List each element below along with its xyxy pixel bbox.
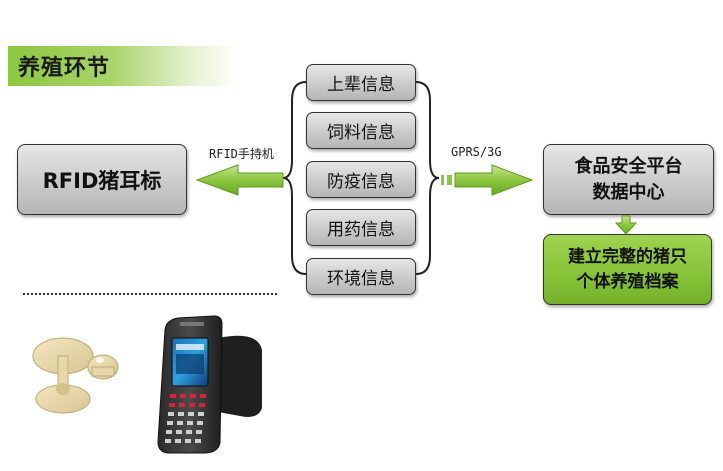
info-item-label: 环境信息: [327, 269, 395, 289]
right-brace: [415, 81, 440, 275]
info-item-label: 防疫信息: [327, 172, 395, 192]
gprs-3g-label: GPRS/3G: [451, 145, 502, 159]
left-arrow: [195, 164, 284, 196]
info-item-parentage: 上辈信息: [306, 64, 416, 101]
info-item-vaccination: 防疫信息: [306, 161, 416, 198]
left-brace: [282, 81, 307, 275]
dotted-divider: [23, 293, 277, 295]
rfid-handheld-image: [157, 315, 262, 454]
down-arrow: [614, 215, 638, 235]
pig-archive-node: 建立完整的猪只 个体养殖档案: [543, 234, 712, 305]
info-item-label: 用药信息: [327, 220, 395, 240]
right-arrow: [441, 164, 534, 196]
info-item-environment: 环境信息: [306, 258, 416, 295]
rfid-ear-tag-label: RFID猪耳标: [42, 168, 162, 193]
archive-line-1: 建立完整的猪只: [568, 246, 687, 267]
ear-tag-image: [32, 337, 119, 414]
platform-line-2: 数据中心: [592, 181, 665, 203]
rfid-handheld-label: RFID手持机: [209, 147, 274, 161]
page-title: 养殖环节: [18, 56, 111, 81]
platform-line-1: 食品安全平台: [574, 155, 683, 177]
food-safety-platform-node: 食品安全平台 数据中心: [543, 144, 714, 215]
info-item-medication: 用药信息: [306, 209, 416, 246]
archive-line-2: 个体养殖档案: [576, 271, 679, 292]
rfid-ear-tag-node: RFID猪耳标: [17, 144, 187, 215]
info-item-label: 饲料信息: [327, 123, 395, 143]
info-item-label: 上辈信息: [327, 75, 395, 95]
header-band: [8, 46, 238, 86]
info-item-feed: 饲料信息: [306, 112, 416, 149]
